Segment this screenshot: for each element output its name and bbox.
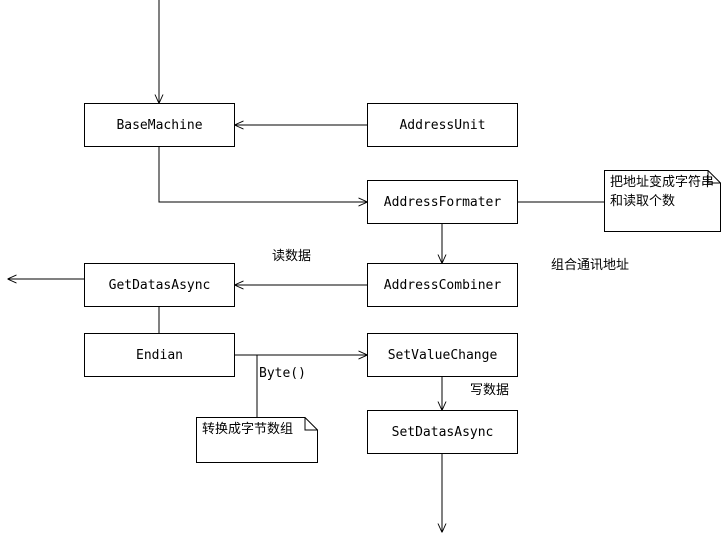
node-set-datas-async[interactable]: SetDatasAsync [367,410,518,454]
node-label: SetValueChange [387,347,498,363]
node-endian[interactable]: Endian [84,333,235,377]
note-text: 把地址变成字符串和读取个数 [610,175,715,209]
label-byte-call: Byte() [259,366,306,381]
node-set-value-change[interactable]: SetValueChange [367,333,518,377]
edge-basemachine-to-addressformater [158,147,367,202]
label-read-data: 读数据 [272,249,312,264]
node-get-datas-async[interactable]: GetDatasAsync [84,263,235,307]
node-label: AddressCombiner [383,277,502,293]
note-text: 转换成字节数组 [202,422,294,437]
node-label: BaseMachine [116,117,203,133]
label-combine-address: 组合通讯地址 [551,258,630,273]
label-write-data: 写数据 [470,383,510,398]
note-address-string: 把地址变成字符串和读取个数 [604,170,721,232]
note-byte-array: 转换成字节数组 [196,417,318,463]
node-address-unit[interactable]: AddressUnit [367,103,518,147]
node-label: SetDatasAsync [391,424,494,440]
node-address-formater[interactable]: AddressFormater [367,180,518,224]
node-base-machine[interactable]: BaseMachine [84,103,235,147]
node-label: AddressFormater [383,194,502,210]
node-address-combiner[interactable]: AddressCombiner [367,263,518,307]
node-label: Endian [136,347,183,363]
node-label: GetDatasAsync [108,277,211,293]
node-label: AddressUnit [399,117,486,133]
